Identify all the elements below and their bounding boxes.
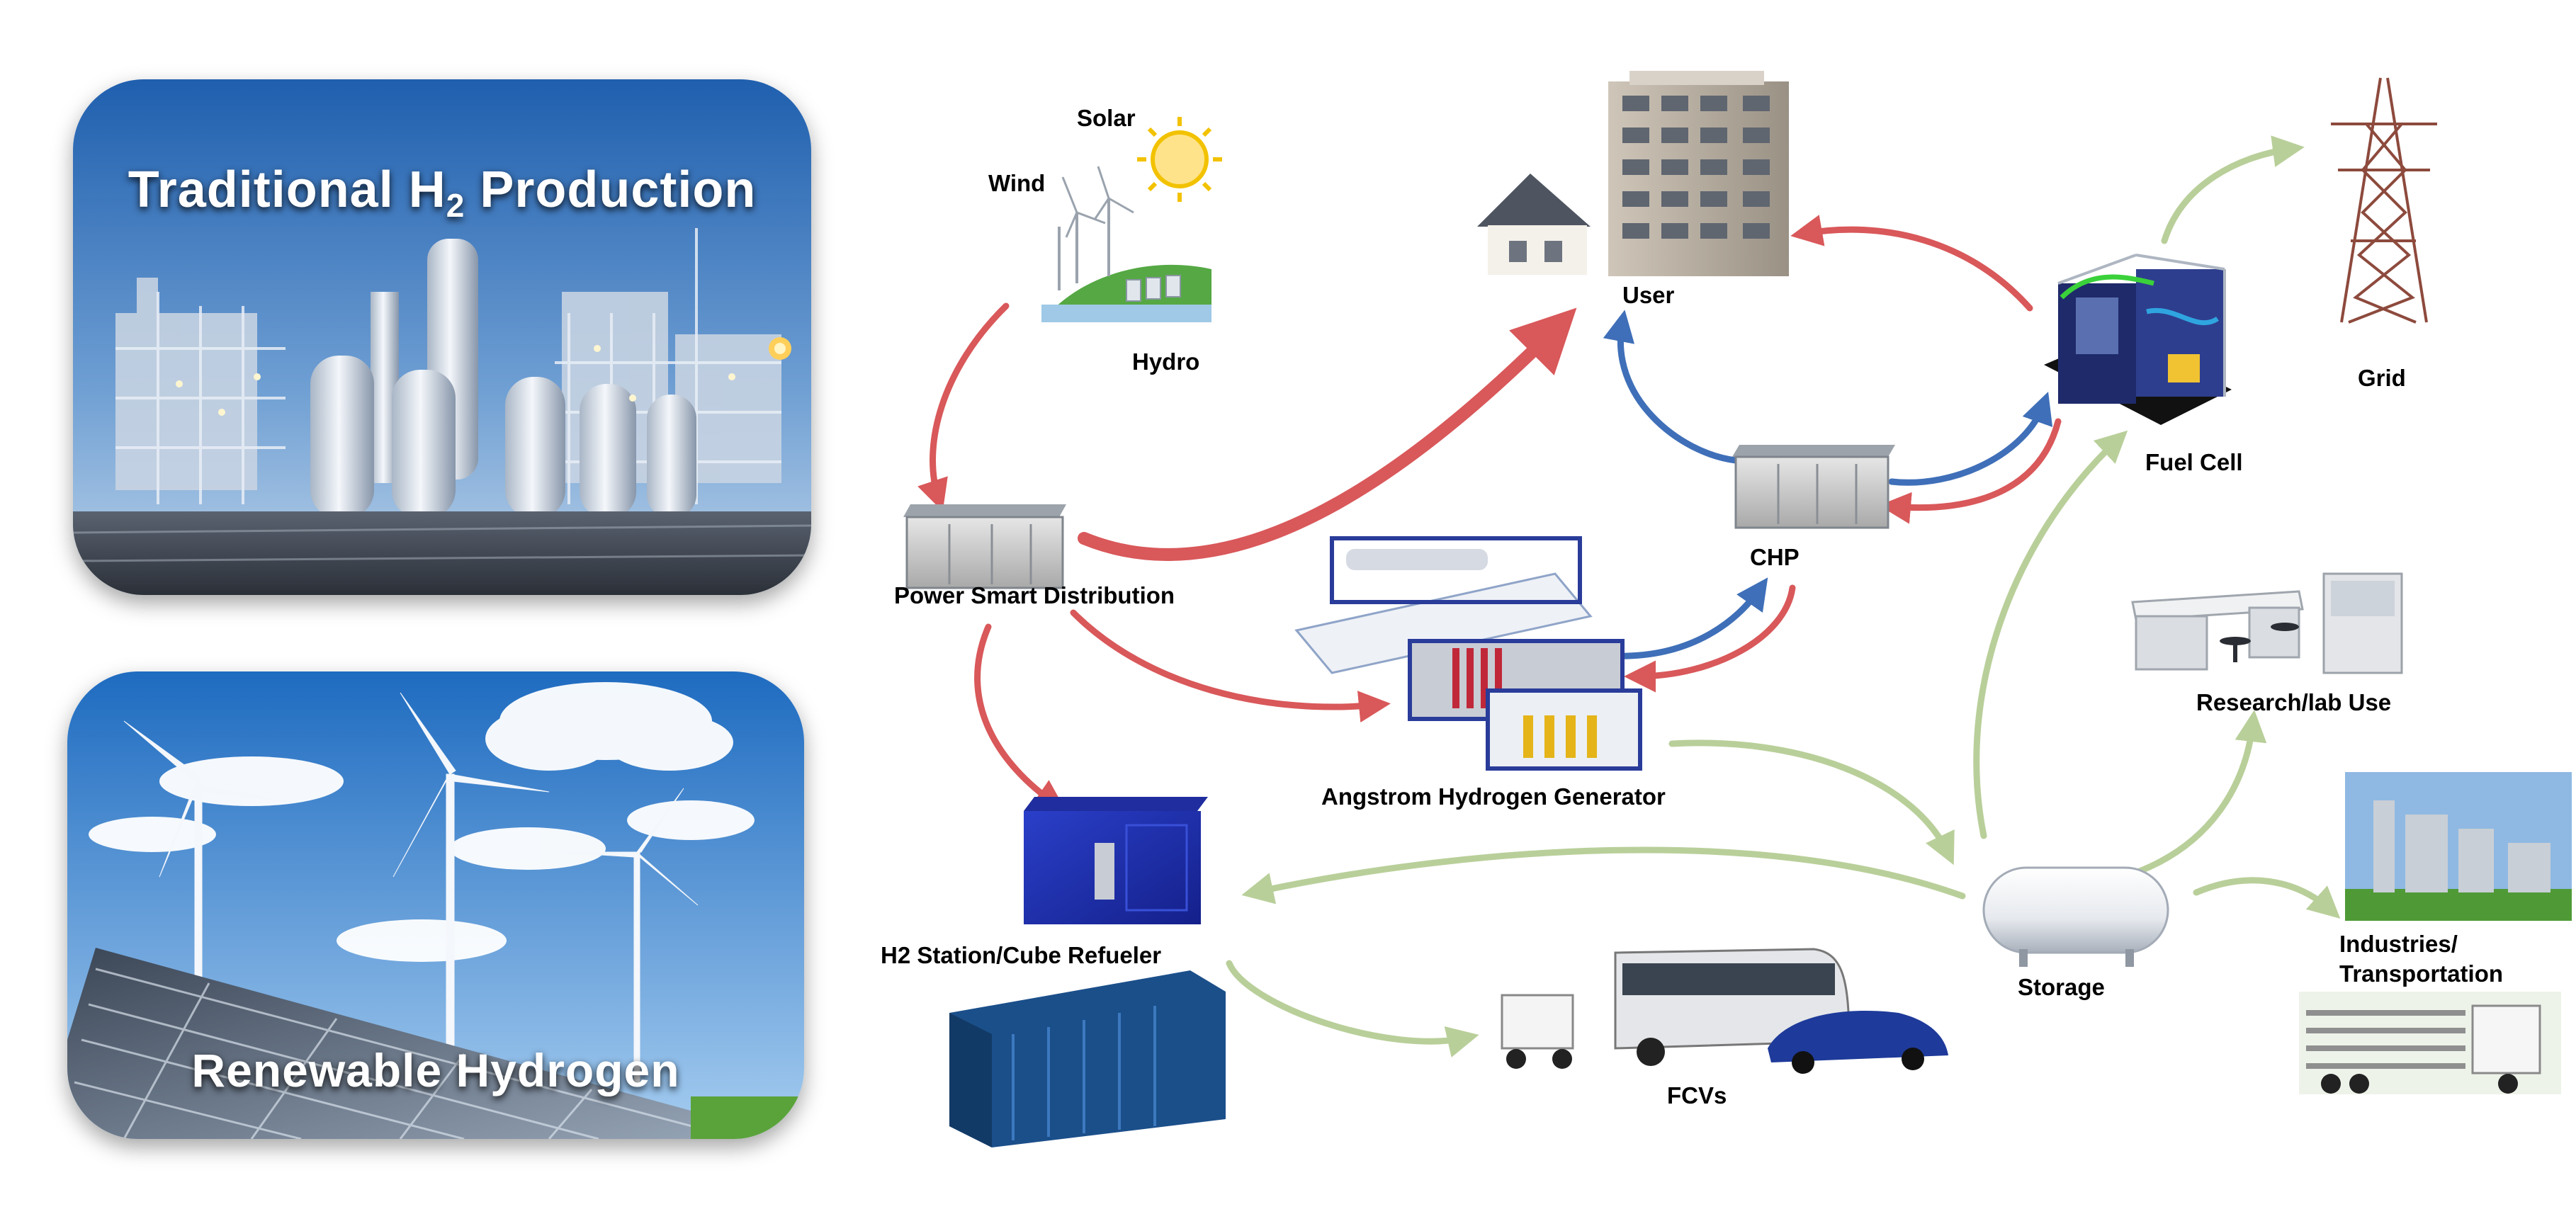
arrow-fuelcell-to-user bbox=[1790, 215, 2033, 312]
arrow-storage-to-industries bbox=[2193, 877, 2341, 919]
sun-icon bbox=[1137, 117, 1222, 202]
label-wind: Wind bbox=[988, 170, 1046, 196]
distribution-box-icon bbox=[903, 504, 1066, 589]
arrow-renewables-to-distribution bbox=[917, 302, 1010, 512]
research-lab-icon bbox=[2131, 572, 2403, 674]
arrow-distribution-to-station bbox=[974, 623, 1066, 812]
arrow-station-to-fcvs bbox=[1226, 960, 1479, 1058]
arrow-storage-to-fuelcell bbox=[1973, 430, 2128, 839]
renewable-hydrogen-title: Renewable Hydrogen bbox=[191, 1044, 680, 1096]
title-end: Production bbox=[465, 161, 757, 218]
label-power-smart-distribution: Power Smart Distribution bbox=[894, 582, 1175, 608]
arrow-distribution-to-generator bbox=[1070, 609, 1391, 722]
arrow-generator-to-storage bbox=[1668, 739, 1955, 866]
fuel-cell-icon bbox=[2044, 254, 2232, 425]
label-hydro: Hydro bbox=[1132, 348, 1200, 375]
label-grid: Grid bbox=[2358, 365, 2406, 391]
arrow-chp-to-user bbox=[1603, 310, 1739, 464]
cube-refueler-icon bbox=[949, 970, 1226, 1147]
label-solar: Solar bbox=[1077, 105, 1136, 131]
renewable-hydrogen-panel: Renewable Hydrogen bbox=[67, 671, 804, 1139]
label-user: User bbox=[1622, 282, 1675, 308]
arrow-distribution-to-user bbox=[1078, 307, 1577, 561]
label-storage: Storage bbox=[2018, 974, 2105, 1000]
arrow-chp-to-fuelcell bbox=[1888, 392, 2053, 486]
traditional-h2-panel: Traditional H2 Production bbox=[73, 79, 811, 595]
tube-trailer-icon bbox=[2299, 992, 2561, 1094]
storage-tank-icon bbox=[1982, 866, 2169, 967]
arrow-generator-to-chp bbox=[1598, 577, 1768, 659]
hydrogen-flow-diagram bbox=[903, 71, 2572, 1147]
wind-solar-image bbox=[67, 671, 804, 1139]
title-main: Traditional H bbox=[128, 161, 446, 218]
title-subscript: 2 bbox=[446, 187, 465, 224]
label-industries: Industries/ bbox=[2339, 931, 2458, 957]
arrow-fuelcell-to-chp bbox=[1879, 418, 2062, 524]
chp-box-icon bbox=[1732, 445, 1895, 529]
arrow-chp-to-generator bbox=[1624, 584, 1796, 693]
traditional-h2-title: Traditional H2 Production bbox=[73, 161, 811, 225]
label-fuel-cell: Fuel Cell bbox=[2145, 449, 2243, 475]
refinery-image bbox=[73, 79, 811, 595]
fcvs-icon bbox=[1501, 948, 1948, 1074]
arrow-storage-to-station bbox=[1241, 846, 1966, 905]
user-buildings-icon bbox=[1477, 71, 1789, 276]
h2-station-icon bbox=[1024, 797, 1208, 924]
hydrogen-generator-icon bbox=[1294, 536, 1642, 771]
label-angstrom-generator: Angstrom Hydrogen Generator bbox=[1321, 783, 1666, 810]
label-chp: CHP bbox=[1750, 544, 1800, 570]
arrow-fuelcell-to-grid bbox=[2161, 135, 2305, 244]
industry-photo-icon bbox=[2345, 772, 2572, 921]
label-h2-station: H2 Station/Cube Refueler bbox=[881, 942, 1162, 968]
arrow-storage-to-research bbox=[2136, 710, 2267, 875]
label-transportation: Transportation bbox=[2339, 960, 2504, 987]
grid-tower-icon bbox=[2331, 77, 2437, 324]
wind-hydro-icon bbox=[1041, 166, 1211, 322]
label-research-lab: Research/lab Use bbox=[2196, 689, 2392, 715]
label-fcvs: FCVs bbox=[1667, 1082, 1727, 1109]
